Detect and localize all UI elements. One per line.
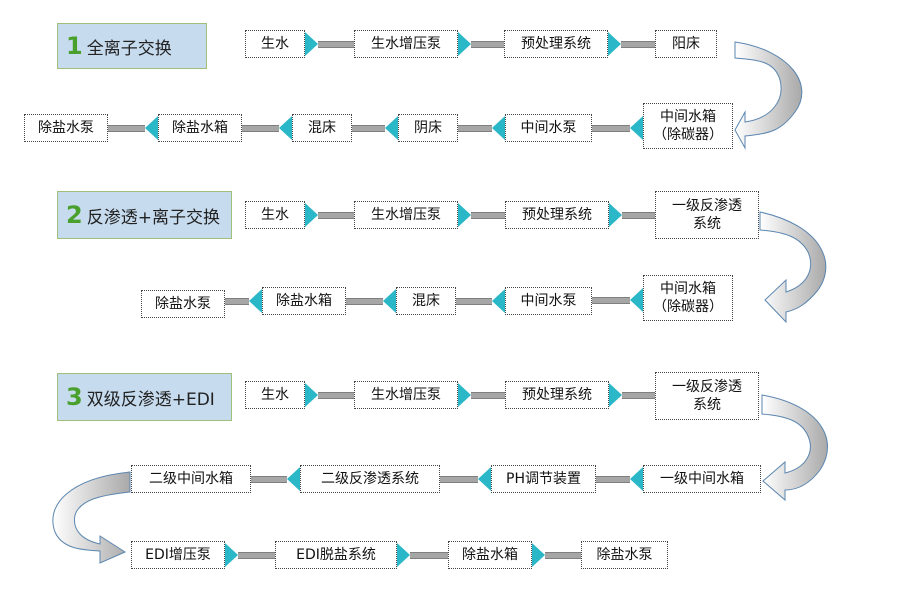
connector bbox=[596, 476, 630, 483]
connector bbox=[242, 125, 279, 132]
node-s1-mixed-bed: 混床 bbox=[292, 114, 352, 142]
node-s2-mixed-bed: 混床 bbox=[396, 287, 456, 315]
node-s3-demin-tank: 除盐水箱 bbox=[448, 541, 532, 569]
arrow-tip bbox=[397, 543, 410, 567]
node-s3-demin-pump: 除盐水泵 bbox=[581, 541, 668, 569]
connector bbox=[471, 212, 505, 219]
return-arrow-1 bbox=[734, 41, 803, 150]
connector bbox=[346, 298, 383, 305]
arrow-tip bbox=[385, 116, 398, 140]
arrow-tip bbox=[249, 289, 262, 313]
arrow-tip bbox=[630, 467, 643, 491]
node-s2-middle-tank: 中间水箱 （除碳器） bbox=[643, 275, 733, 321]
connector bbox=[238, 552, 275, 559]
arrow-tip bbox=[609, 203, 622, 227]
connector bbox=[318, 212, 354, 219]
node-s3-edi-pump: EDI增压泵 bbox=[131, 541, 225, 569]
return-arrow-3 bbox=[761, 394, 829, 502]
arrow-tip bbox=[608, 32, 621, 56]
section-2-label: 2 反渗透+离子交换 bbox=[57, 191, 232, 239]
connector bbox=[225, 298, 249, 305]
arrow-tip bbox=[287, 467, 300, 491]
connector bbox=[621, 41, 655, 48]
node-s3-ph-adjust: PH调节装置 bbox=[491, 465, 596, 493]
node-s1-booster-pump: 生水增压泵 bbox=[354, 30, 458, 58]
node-s3-ro-system-1: 一级反渗透 系统 bbox=[655, 372, 759, 420]
section-2-number: 2 bbox=[66, 201, 83, 229]
connector bbox=[622, 392, 655, 399]
arrow-tip bbox=[492, 116, 505, 140]
connector bbox=[622, 212, 655, 219]
node-s1-demin-tank: 除盐水箱 bbox=[158, 114, 242, 142]
section-3-label: 3 双级反渗透+EDI bbox=[57, 373, 232, 421]
node-s1-cation-bed: 阳床 bbox=[655, 30, 717, 58]
return-arrow-2 bbox=[759, 211, 827, 324]
connector bbox=[108, 125, 145, 132]
node-s1-anion-bed: 阴床 bbox=[398, 114, 458, 142]
arrow-tip bbox=[383, 289, 396, 313]
node-s1-pretreatment: 预处理系统 bbox=[504, 30, 608, 58]
node-s1-raw-water: 生水 bbox=[245, 30, 305, 58]
arrow-tip bbox=[145, 116, 158, 140]
node-s3-middle-tank-2: 二级中间水箱 bbox=[131, 465, 251, 493]
node-s2-demin-tank: 除盐水箱 bbox=[262, 287, 346, 315]
arrow-tip bbox=[492, 289, 505, 313]
arrow-tip bbox=[609, 383, 622, 407]
node-s2-booster-pump: 生水增压泵 bbox=[354, 201, 458, 229]
arrow-tip bbox=[305, 203, 318, 227]
connector bbox=[251, 476, 287, 483]
arrow-tip bbox=[225, 543, 238, 567]
node-s3-booster-pump: 生水增压泵 bbox=[354, 381, 458, 409]
connector bbox=[440, 476, 478, 483]
node-s2-ro-system: 一级反渗透 系统 bbox=[655, 191, 759, 239]
arrow-tip bbox=[478, 467, 491, 491]
node-s3-middle-tank-1: 一级中间水箱 bbox=[643, 465, 761, 493]
connector bbox=[471, 41, 504, 48]
node-s2-pretreatment: 预处理系统 bbox=[505, 201, 609, 229]
node-s2-raw-water: 生水 bbox=[245, 201, 305, 229]
section-1-label: 1 全离子交换 bbox=[57, 23, 207, 69]
connector bbox=[410, 552, 448, 559]
section-1-title: 全离子交换 bbox=[86, 38, 172, 59]
section-3-title: 双级反渗透+EDI bbox=[86, 389, 215, 410]
connector bbox=[471, 392, 505, 399]
return-arrow-4 bbox=[52, 471, 131, 564]
connector bbox=[318, 392, 354, 399]
arrow-tip bbox=[305, 32, 318, 56]
arrow-tip bbox=[279, 116, 292, 140]
section-2-title: 反渗透+离子交换 bbox=[86, 207, 220, 228]
connector bbox=[545, 552, 581, 559]
arrow-tip bbox=[458, 32, 471, 56]
node-s2-demin-pump: 除盐水泵 bbox=[141, 290, 225, 318]
arrow-tip bbox=[630, 116, 643, 140]
connector bbox=[456, 298, 492, 305]
arrow-tip bbox=[630, 288, 643, 312]
connector bbox=[592, 125, 630, 132]
connector bbox=[318, 41, 354, 48]
node-s2-middle-pump: 中间水泵 bbox=[505, 287, 592, 315]
connector bbox=[458, 125, 492, 132]
section-3-number: 3 bbox=[66, 383, 83, 411]
connector bbox=[592, 297, 630, 304]
node-s1-middle-tank: 中间水箱 （除碳器） bbox=[643, 103, 733, 149]
node-s3-ro-system-2: 二级反渗透系统 bbox=[300, 465, 440, 493]
connector bbox=[352, 125, 385, 132]
node-s3-edi-system: EDI脱盐系统 bbox=[275, 541, 397, 569]
node-s1-demin-pump: 除盐水泵 bbox=[24, 114, 108, 142]
arrow-tip bbox=[305, 383, 318, 407]
arrow-tip bbox=[458, 383, 471, 407]
node-s1-middle-pump: 中间水泵 bbox=[505, 114, 592, 142]
node-s3-raw-water: 生水 bbox=[245, 381, 305, 409]
arrow-tip bbox=[458, 203, 471, 227]
arrow-tip bbox=[532, 543, 545, 567]
node-s3-pretreatment: 预处理系统 bbox=[505, 381, 609, 409]
section-1-number: 1 bbox=[66, 32, 83, 60]
